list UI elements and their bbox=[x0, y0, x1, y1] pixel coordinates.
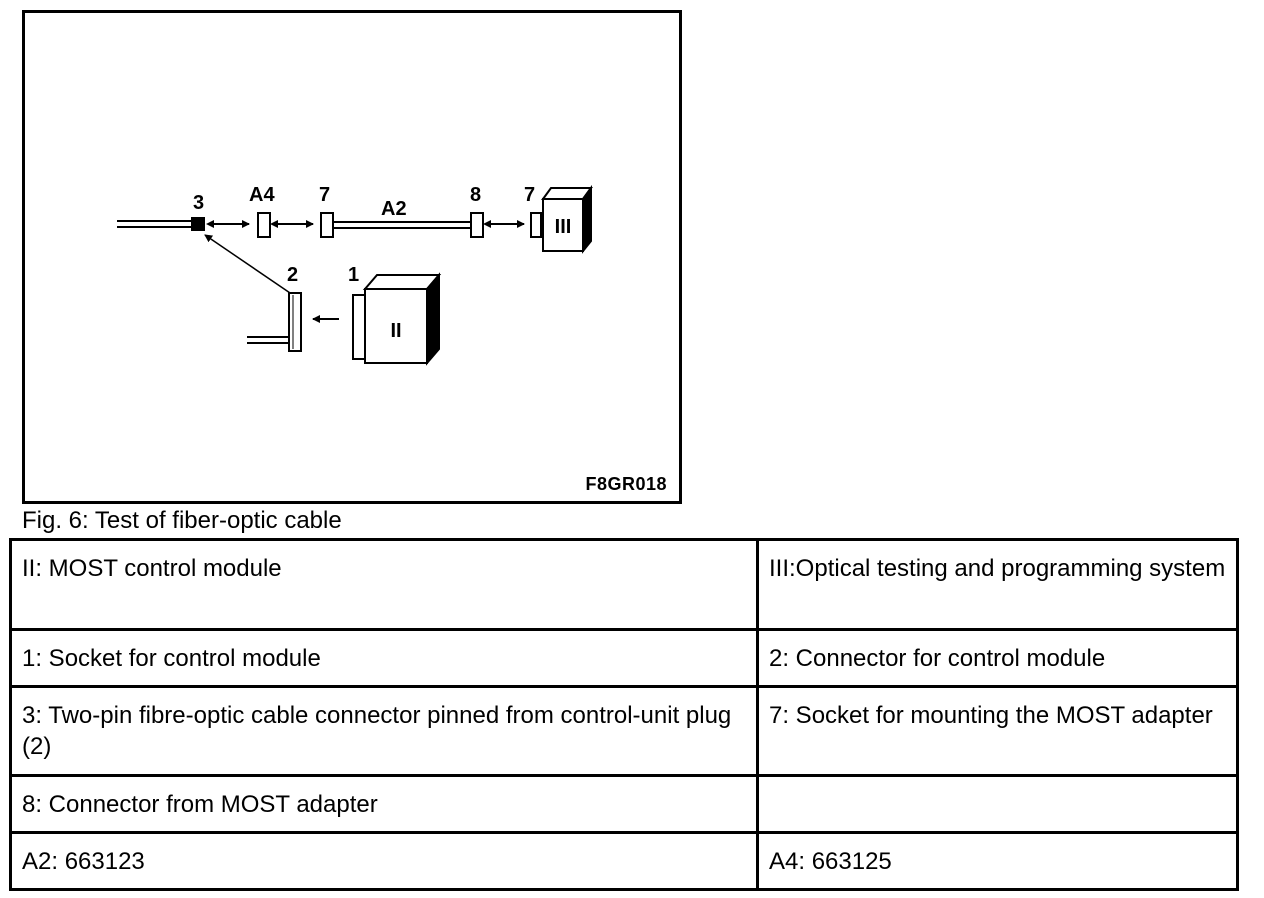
arrow-2-to-3 bbox=[204, 234, 294, 296]
label-2: 2 bbox=[287, 264, 298, 286]
connector-3 bbox=[191, 217, 205, 231]
legend-cell: 7: Socket for mounting the MOST adapter bbox=[756, 685, 1239, 777]
legend-cell: 2: Connector for control module bbox=[756, 628, 1239, 688]
label-7-left: 7 bbox=[319, 184, 330, 206]
figure-code: F8GR018 bbox=[585, 474, 667, 494]
legend-cell: 1: Socket for control module bbox=[9, 628, 759, 688]
socket-7-right bbox=[530, 212, 542, 238]
adapter-cable-a2 bbox=[333, 221, 471, 229]
table-row: 3: Two-pin fibre-optic cable connector p… bbox=[9, 685, 1239, 777]
module-ii: II bbox=[362, 272, 442, 366]
legend-cell: A2: 663123 bbox=[9, 831, 759, 891]
label-8: 8 bbox=[470, 184, 481, 206]
label-a4: A4 bbox=[249, 184, 275, 206]
legend-table: II: MOST control module III:Optical test… bbox=[9, 538, 1239, 891]
legend-cell bbox=[756, 774, 1239, 834]
table-row: 1: Socket for control module 2: Connecto… bbox=[9, 628, 1239, 688]
table-row: 8: Connector from MOST adapter bbox=[9, 774, 1239, 834]
connector-8 bbox=[470, 212, 484, 238]
connector-2 bbox=[288, 292, 302, 352]
table-row: A2: 663123 A4: 663125 bbox=[9, 831, 1239, 891]
legend-cell: A4: 663125 bbox=[756, 831, 1239, 891]
figure-caption: Fig. 6: Test of fiber-optic cable bbox=[22, 507, 342, 534]
figure-frame: III II 3 A4 7 A2 8 7 2 1 F8GR018 bbox=[22, 10, 682, 504]
socket-7-left bbox=[320, 212, 334, 238]
label-7-right: 7 bbox=[524, 184, 535, 206]
module-iii: III bbox=[541, 184, 593, 254]
legend-cell: 8: Connector from MOST adapter bbox=[9, 774, 759, 834]
label-a2: A2 bbox=[381, 198, 407, 220]
table-row: II: MOST control module III:Optical test… bbox=[9, 538, 1239, 631]
legend-cell: III:Optical testing and programming syst… bbox=[756, 538, 1239, 631]
fiber-cable-left bbox=[117, 220, 191, 228]
adapter-a4 bbox=[257, 212, 271, 238]
fiber-optic-diagram: III II 3 A4 7 A2 8 7 2 1 bbox=[117, 184, 593, 366]
socket-1 bbox=[352, 294, 366, 360]
module-iii-mark: III bbox=[555, 216, 572, 238]
legend-cell: II: MOST control module bbox=[9, 538, 759, 631]
module-ii-mark: II bbox=[390, 320, 401, 342]
label-1: 1 bbox=[348, 264, 359, 286]
label-3: 3 bbox=[193, 192, 204, 214]
legend-cell: 3: Two-pin fibre-optic cable connector p… bbox=[9, 685, 759, 777]
fiber-cable-bottom bbox=[247, 336, 289, 344]
